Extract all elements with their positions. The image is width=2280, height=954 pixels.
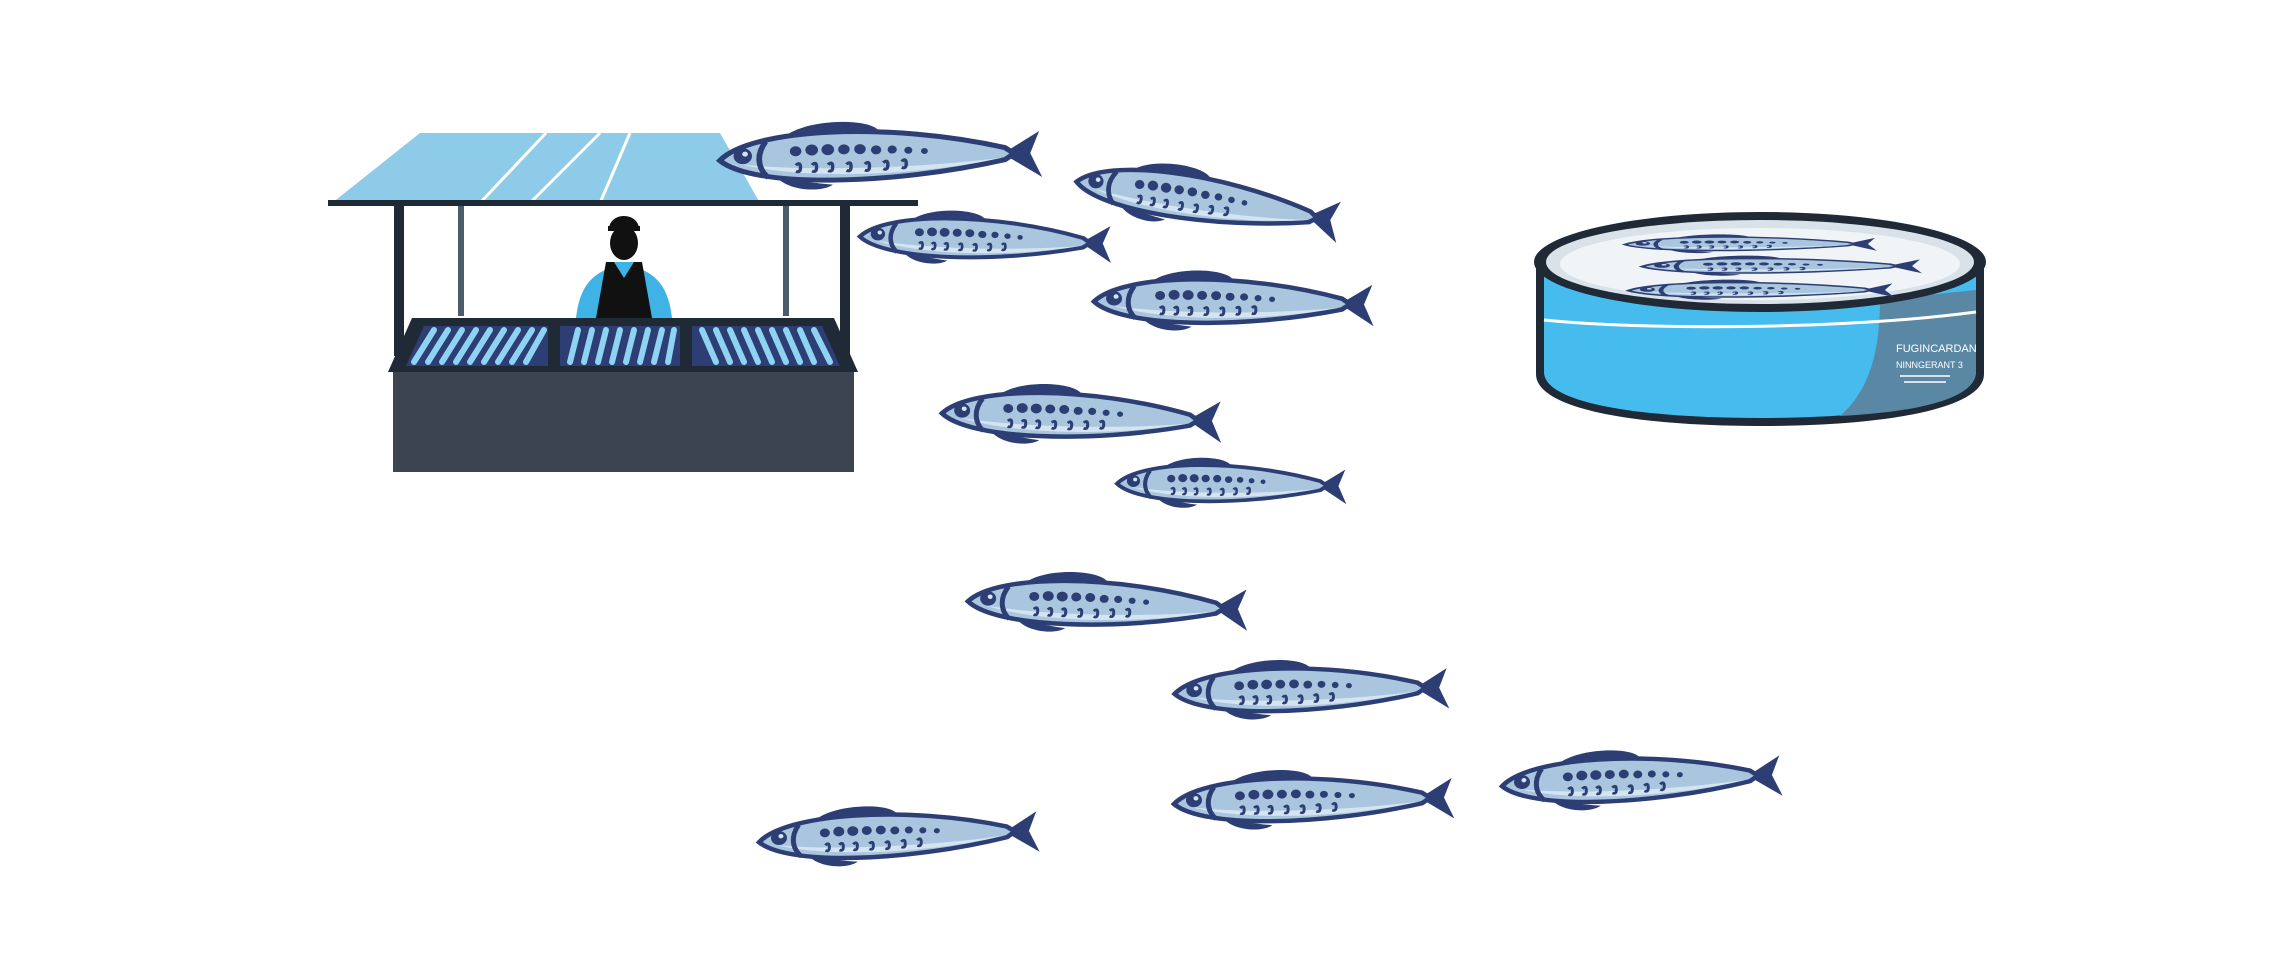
- sardine-icon: [941, 380, 1223, 450]
- sardine-icon: [1094, 269, 1375, 334]
- sardine-icon: [1072, 149, 1344, 250]
- sardine-icon: [1174, 657, 1449, 721]
- stall-post-right: [840, 206, 850, 356]
- can-label-line2: NINNGERANT 3: [1896, 360, 1963, 370]
- sardine-icon: [719, 118, 1042, 191]
- can-label-line1: FUGINCARDAN: [1896, 343, 1977, 355]
- sardine-icon: [1501, 744, 1783, 813]
- sardine-can-icon: FUGINCARDAN NINNGERANT 3: [1534, 212, 1986, 426]
- stall-awning: [332, 133, 760, 203]
- fish-vendor-icon: [576, 216, 672, 318]
- stall-base: [393, 372, 854, 472]
- sardine-icon: [1173, 767, 1454, 831]
- sardine-icon: [859, 207, 1113, 269]
- sardine-icon: [1117, 456, 1347, 510]
- stall-fish-trays: [406, 326, 840, 366]
- sardine-icon: [758, 800, 1040, 869]
- stall-post-left: [394, 206, 404, 356]
- sardine-icon: [967, 568, 1249, 638]
- market-stall-icon: [328, 131, 918, 472]
